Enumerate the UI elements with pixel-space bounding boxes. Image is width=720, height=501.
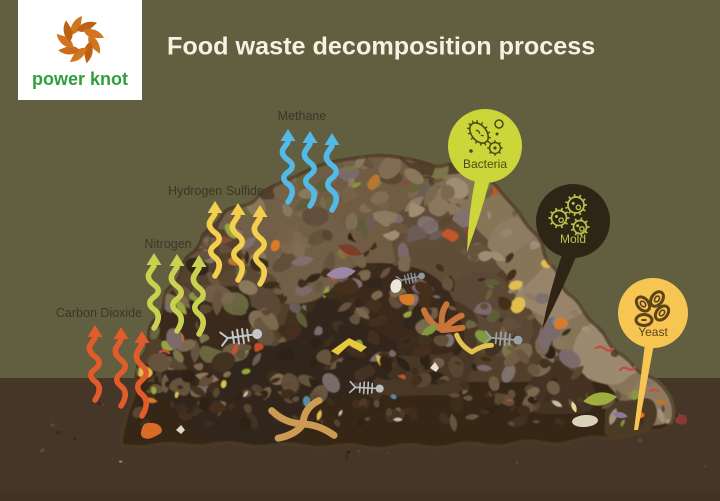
svg-text:Hydrogen Sulfide: Hydrogen Sulfide (168, 184, 264, 198)
svg-text:Food waste decomposition proce: Food waste decomposition process (167, 33, 595, 61)
svg-text:Bacteria: Bacteria (463, 157, 507, 171)
svg-text:Carbon Dioxide: Carbon Dioxide (56, 306, 142, 320)
svg-text:Nitrogen: Nitrogen (144, 237, 191, 251)
svg-text:Mold: Mold (560, 232, 586, 246)
svg-text:Yeast: Yeast (638, 325, 668, 339)
svg-text:Methane: Methane (278, 109, 327, 123)
svg-text:power knot: power knot (32, 69, 128, 89)
